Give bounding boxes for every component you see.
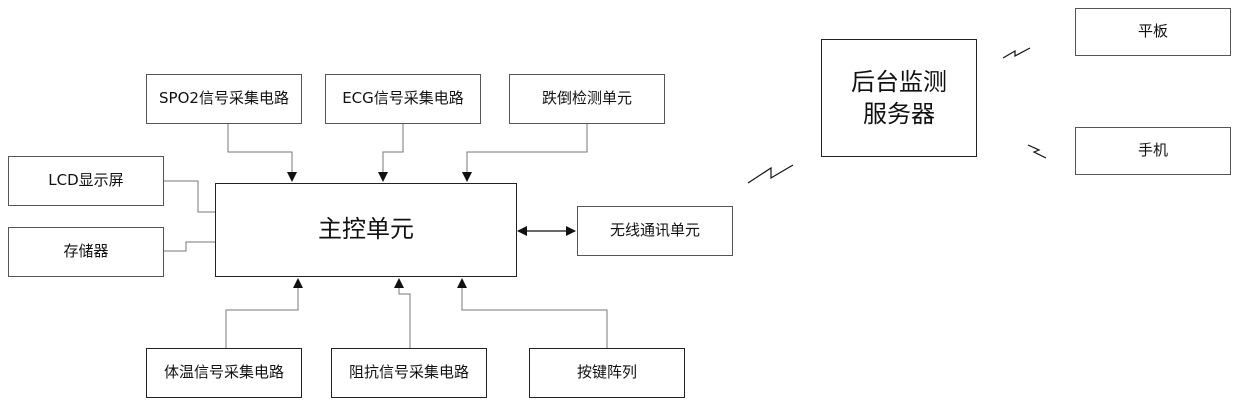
node-temperature-circuit: 体温信号采集电路 [146,348,302,398]
node-main-control: 主控单元 [215,183,517,277]
node-tablet: 平板 [1075,8,1231,56]
connector-impedance-to-main [399,279,410,348]
connector-fall-to-main [467,124,587,181]
node-backend-server: 后台监测 服务器 [821,39,977,157]
node-key-array: 按键阵列 [529,348,685,398]
wireless-link-icon [748,165,793,183]
connector-temp-to-main [226,279,298,348]
node-impedance-circuit: 阻抗信号采集电路 [331,348,487,398]
node-fall-detection: 跌倒检测单元 [509,74,665,124]
node-spo2-circuit: SPO2信号采集电路 [146,74,302,124]
node-wireless-comm: 无线通讯单元 [577,206,733,256]
wireless-link-tablet-icon [1003,48,1030,58]
node-phone: 手机 [1075,127,1231,175]
connector-spo2-to-main [228,124,292,181]
connector-storage-to-main [164,242,215,251]
connector-lcd-to-main [164,181,215,212]
node-ecg-circuit: ECG信号采集电路 [325,74,481,124]
node-storage: 存储器 [8,227,164,277]
wireless-link-phone-icon [1028,145,1046,158]
connector-keys-to-main [462,279,607,348]
node-lcd-display: LCD显示屏 [8,156,164,206]
connector-ecg-to-main [383,124,403,181]
